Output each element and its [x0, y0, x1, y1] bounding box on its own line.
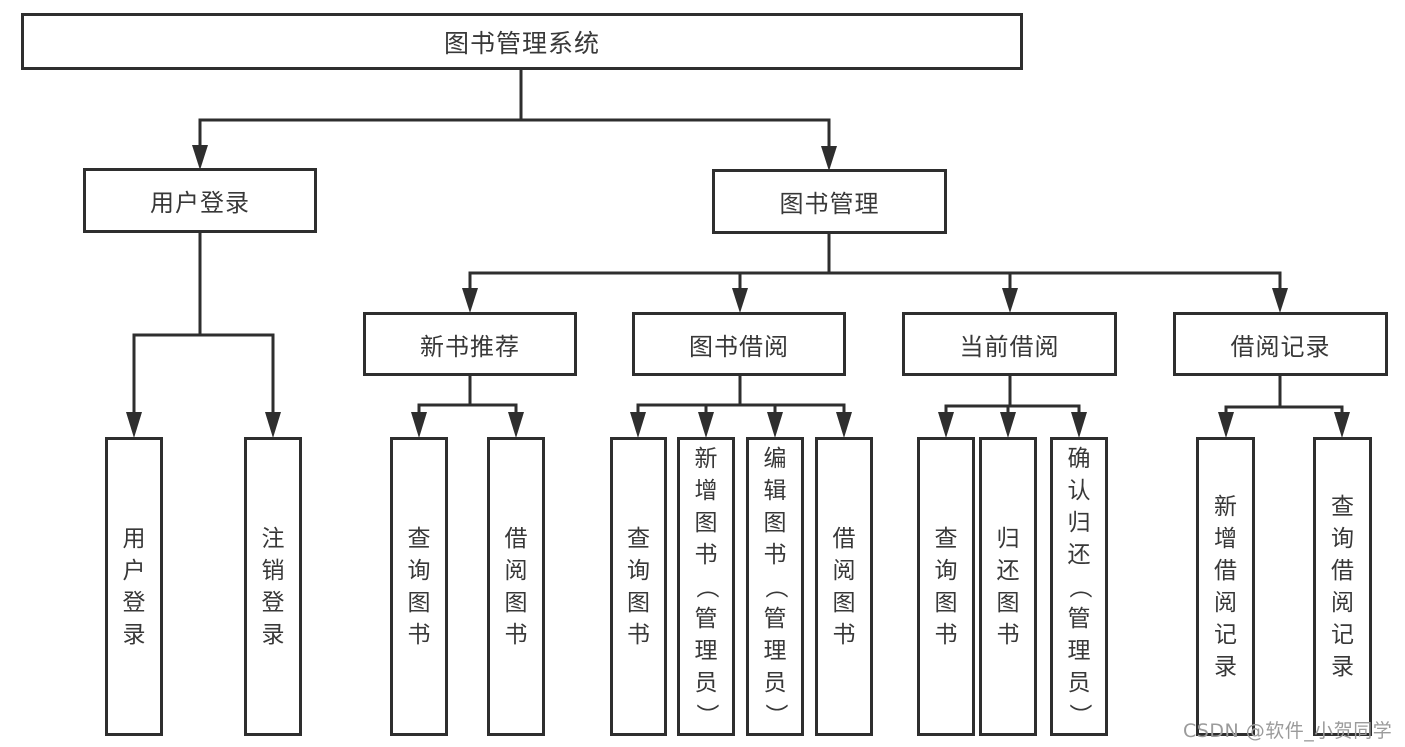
leaf-label: 查询图书	[627, 525, 650, 648]
node-current-borrowing: 当前借阅	[902, 312, 1117, 376]
csdn-watermark: CSDN @软件_小贺同学	[1183, 720, 1393, 742]
leaf-label: 注销登录	[261, 525, 285, 648]
leaf-borrow-book: 借阅图书	[815, 437, 873, 736]
connector-bookborrow-to-leaves	[630, 376, 852, 438]
node-user-login: 用户登录	[83, 168, 317, 233]
node-book-management: 图书管理	[712, 169, 947, 234]
node-book-borrowing: 图书借阅	[632, 312, 846, 376]
connector-borrowrecord-to-leaves	[1218, 376, 1350, 438]
node-borrowing-records: 借阅记录	[1173, 312, 1388, 376]
leaf-label: 新增借阅记录	[1214, 493, 1237, 680]
connector-userlogin-to-leaves	[126, 233, 281, 438]
node-new-book-recommend: 新书推荐	[363, 312, 577, 376]
node-label: 借阅记录	[1230, 332, 1331, 361]
connector-currentborrow-to-leaves	[938, 376, 1087, 438]
leaf-label: 借阅图书	[832, 525, 856, 648]
leaf-label: 用户登录	[122, 525, 146, 648]
node-library-management-system: 图书管理系统	[21, 13, 1023, 70]
node-label: 图书管理	[779, 190, 880, 218]
connector-newbook-to-leaves	[411, 376, 524, 438]
leaf-query-borrow-record: 查询借阅记录	[1313, 437, 1372, 736]
leaf-label: 查询图书	[934, 525, 958, 648]
leaf-query-book-current: 查询图书	[917, 437, 975, 736]
leaf-label: 确认归还（管理员）	[1066, 445, 1092, 727]
leaf-borrow-book-recommend: 借阅图书	[487, 437, 545, 736]
leaf-label: 编辑图书（管理员）	[762, 445, 788, 727]
leaf-query-book-borrowing: 查询图书	[610, 437, 667, 736]
leaf-user-login: 用户登录	[105, 437, 163, 736]
node-label: 当前借阅	[959, 332, 1060, 361]
leaf-label: 新增图书（管理员）	[693, 445, 719, 727]
connector-bookmgmt-to-level3	[462, 234, 1288, 313]
leaf-edit-book-admin: 编辑图书（管理员）	[746, 437, 804, 736]
leaf-confirm-return-admin: 确认归还（管理员）	[1050, 437, 1108, 736]
leaf-add-book-admin: 新增图书（管理员）	[677, 437, 735, 736]
node-label: 图书管理系统	[443, 28, 600, 58]
leaf-add-borrow-record: 新增借阅记录	[1196, 437, 1255, 736]
leaf-query-book-recommend: 查询图书	[390, 437, 448, 736]
connector-root-to-level2	[192, 70, 837, 171]
leaf-label: 查询图书	[407, 525, 431, 648]
node-label: 用户登录	[150, 189, 250, 217]
leaf-label: 归还图书	[996, 525, 1020, 648]
node-label: 图书借阅	[689, 332, 789, 361]
leaf-label: 借阅图书	[504, 525, 528, 648]
node-label: 新书推荐	[420, 332, 520, 361]
leaf-logout-login: 注销登录	[244, 437, 302, 736]
leaf-label: 查询借阅记录	[1331, 493, 1354, 680]
leaf-return-book: 归还图书	[979, 437, 1037, 736]
